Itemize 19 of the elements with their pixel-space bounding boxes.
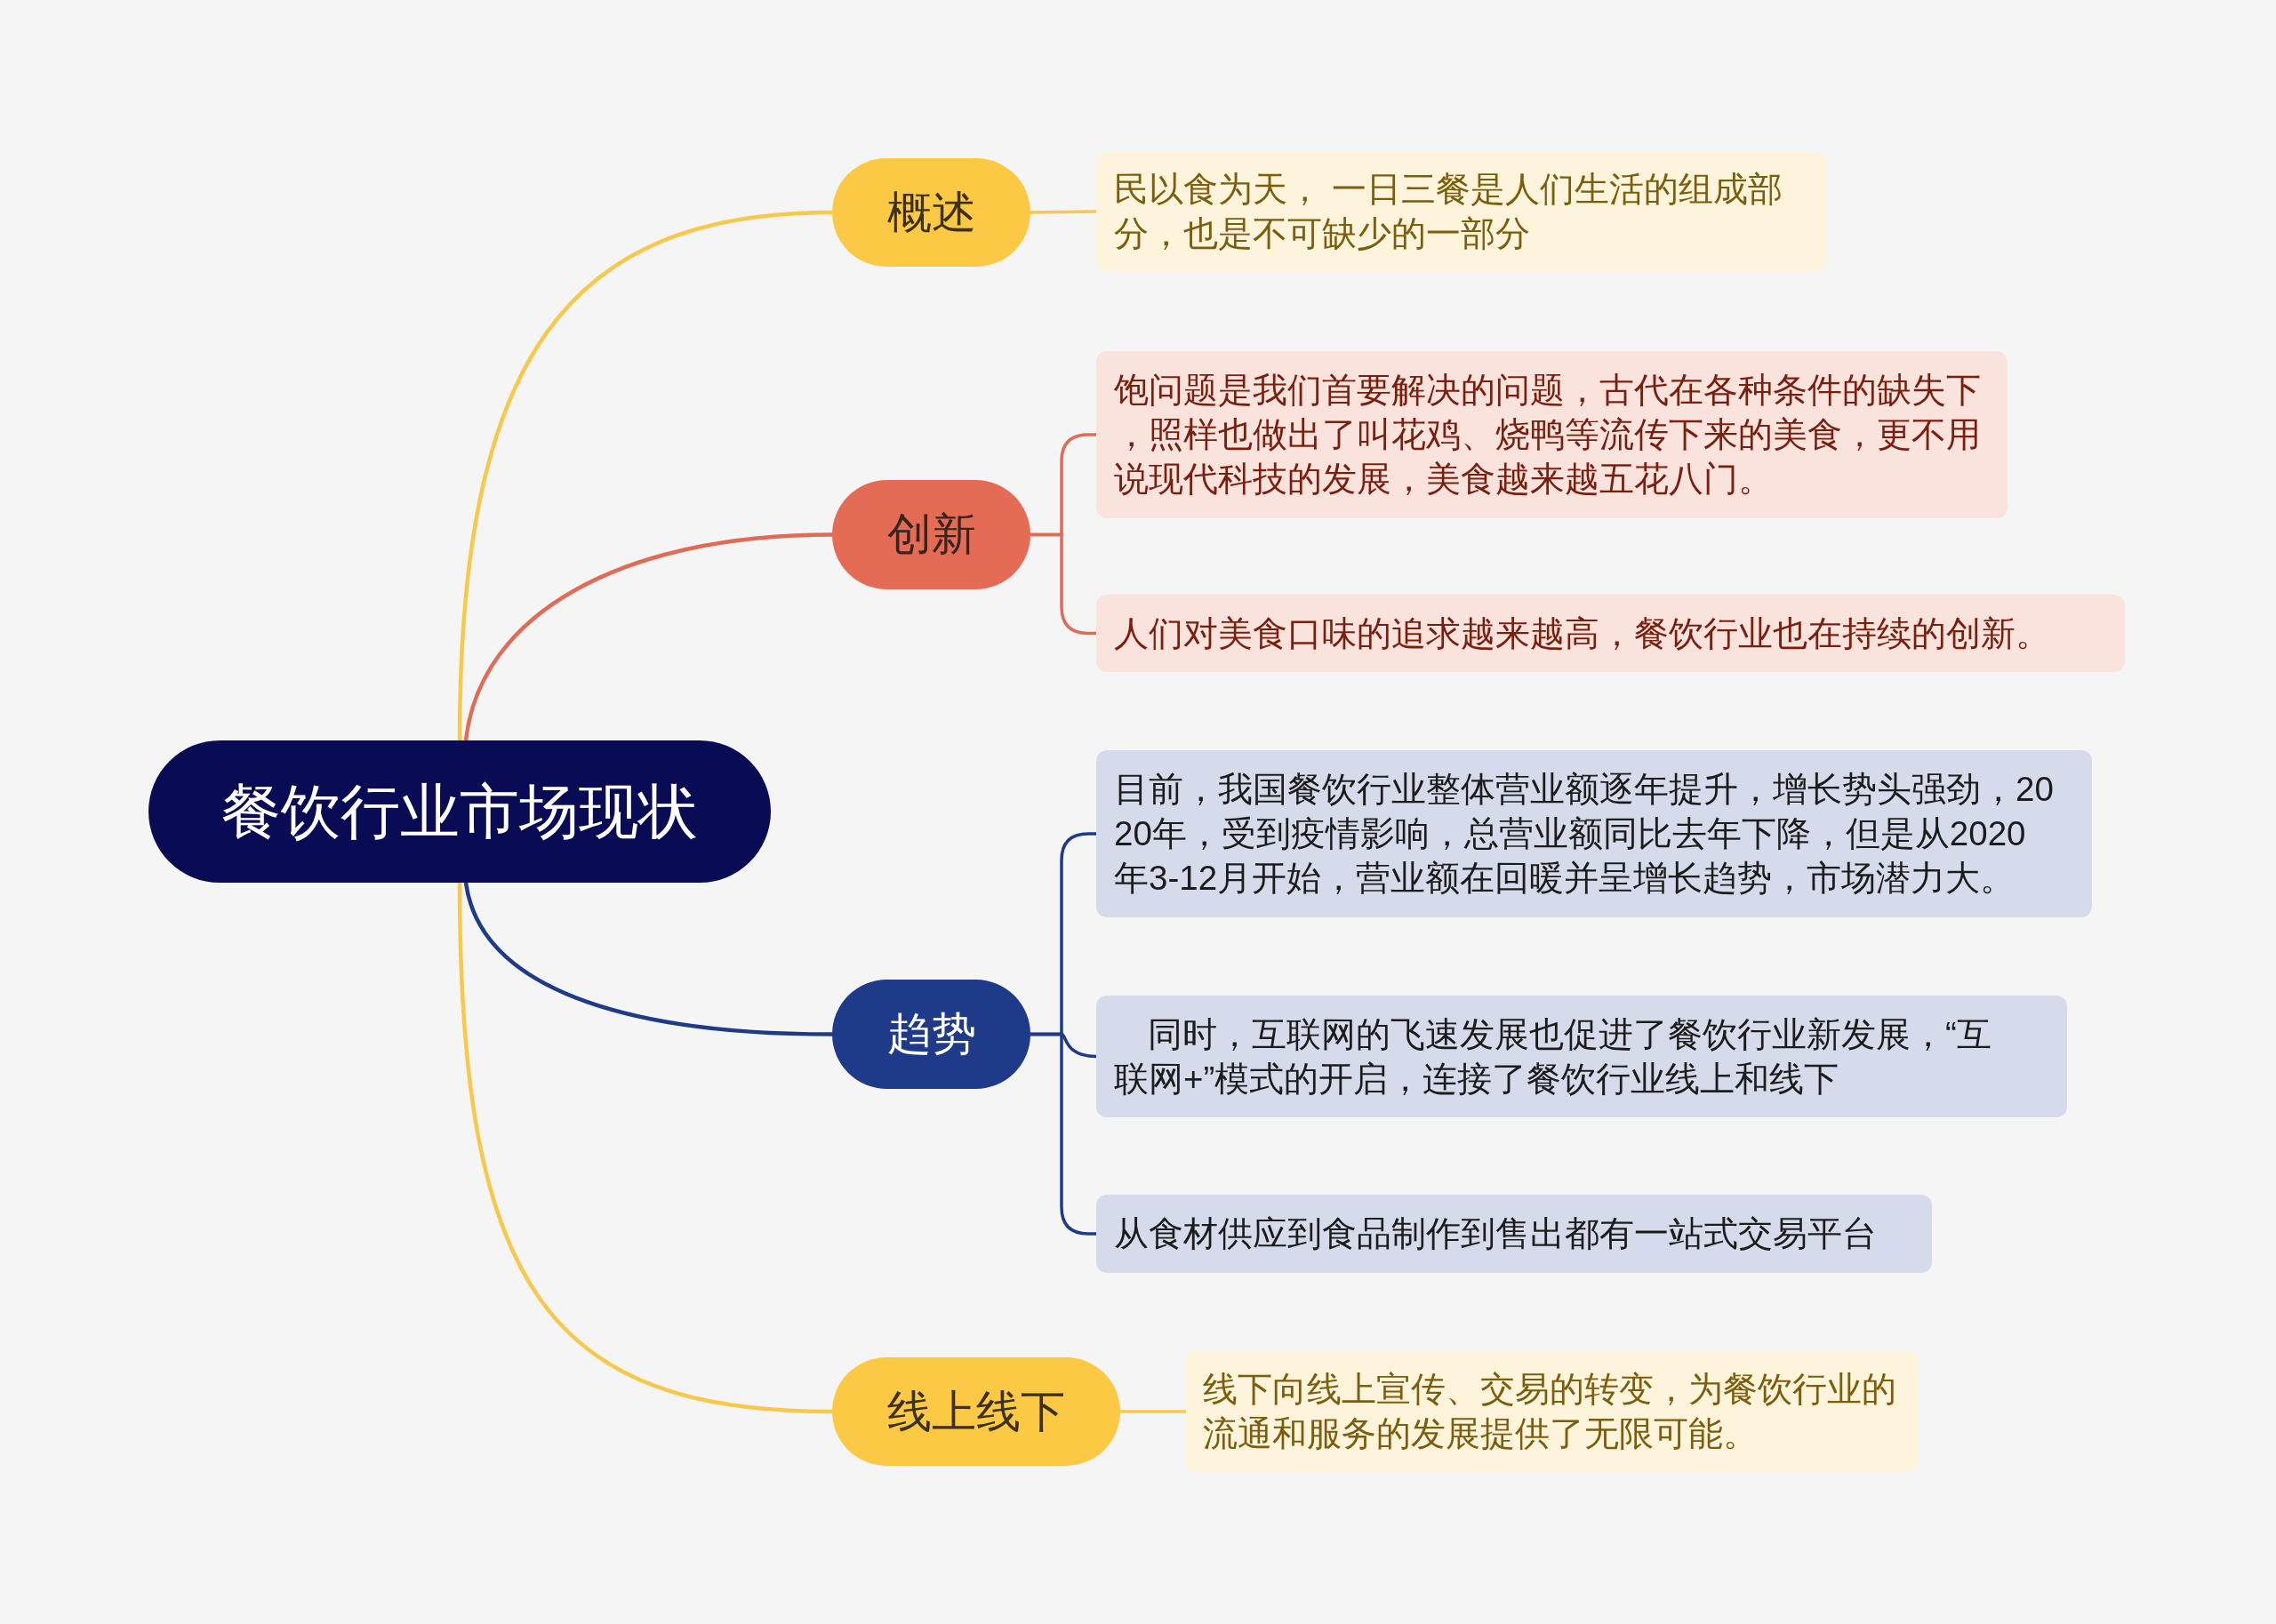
note-box: 目前，我国餐饮行业整体营业额逐年提升，增长势头强劲，2020年，受到疫情影响，总营业额同比去年下降，但是从2020年3-12月开始，营业额在回暖并呈增长趋势，市场潜力大。 bbox=[1096, 750, 2092, 917]
connector-line bbox=[457, 210, 833, 741]
note-box: 民以食为天， 一日三餐是人们生活的组成部分，也是不可缺少的一部分 bbox=[1096, 152, 1826, 271]
connector-line bbox=[1030, 532, 1096, 636]
note-box: 线下向线上宣传、交易的转变，为餐饮行业的流通和服务的发展提供了无限可能。 bbox=[1186, 1351, 1919, 1472]
topic-pill: 概述 bbox=[832, 158, 1030, 267]
connector-line bbox=[457, 882, 833, 1414]
topic-pill: 趋势 bbox=[832, 980, 1030, 1089]
note-box: 人们对美食口味的追求越来越高，餐饮行业也在持续的创新。 bbox=[1096, 595, 2125, 672]
topic-pill: 线上线下 bbox=[832, 1357, 1120, 1466]
connector-line bbox=[463, 532, 833, 741]
note-box: 饱问题是我们首要解决的问题，古代在各种条件的缺失下，照样也做出了叫花鸡、烧鸭等流传下来的美食，更不用说现代科技的发展，美食越来越五花八门。 bbox=[1096, 351, 2008, 518]
note-box: 从食材供应到食品制作到售出都有一站式交易平台 bbox=[1096, 1195, 1932, 1273]
connector-line bbox=[1030, 1032, 1096, 1236]
central-topic: 餐饮行业市场现状 bbox=[148, 740, 771, 883]
note-box: 同时，互联网的飞速发展也促进了餐饮行业新发展，“互联网+”模式的开启，连接了餐饮行业线上和线下 bbox=[1096, 996, 2067, 1117]
connector-line bbox=[1030, 210, 1097, 214]
connector-line bbox=[463, 882, 833, 1036]
topic-pill: 创新 bbox=[832, 480, 1030, 589]
